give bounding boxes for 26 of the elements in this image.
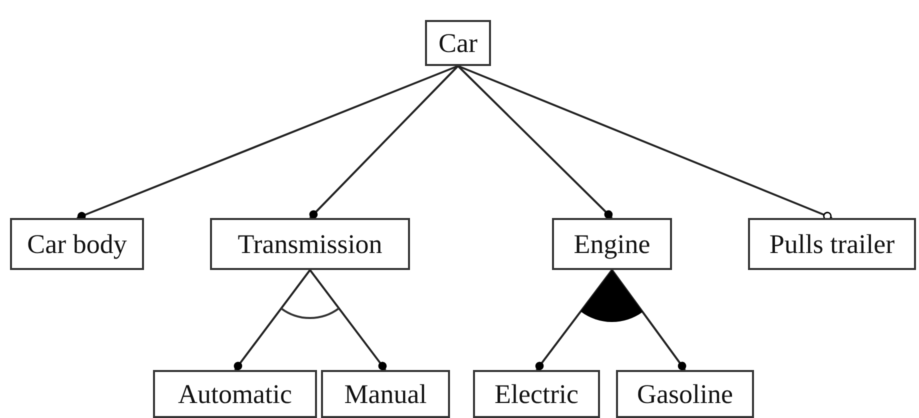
connector-line [234,269,311,371]
feature-box [321,370,450,418]
feature-box [153,370,317,418]
connector-line [76,65,458,220]
connector-line [309,269,387,371]
feature-box [210,218,410,270]
feature-label: Engine [574,228,650,260]
feature-box [616,370,754,418]
feature-label: Transmission [238,228,382,260]
connector-line [457,65,613,219]
feature-label: Automatic [178,378,292,410]
feature-box [473,370,600,418]
feature-label: Car [438,28,478,58]
connector-line [458,65,832,220]
feature-box [10,218,144,270]
feature-label: Electric [494,378,578,410]
feature-label: Manual [344,378,427,410]
feature-label: Car body [27,228,127,260]
feature-box [552,218,672,270]
connector-line [309,65,459,219]
connector-line [535,269,613,371]
feature-label: Pulls trailer [769,228,895,260]
connector-line [611,269,686,371]
feature-label: Gasoline [637,378,733,410]
feature-box [748,218,916,270]
feature-box [425,20,491,66]
